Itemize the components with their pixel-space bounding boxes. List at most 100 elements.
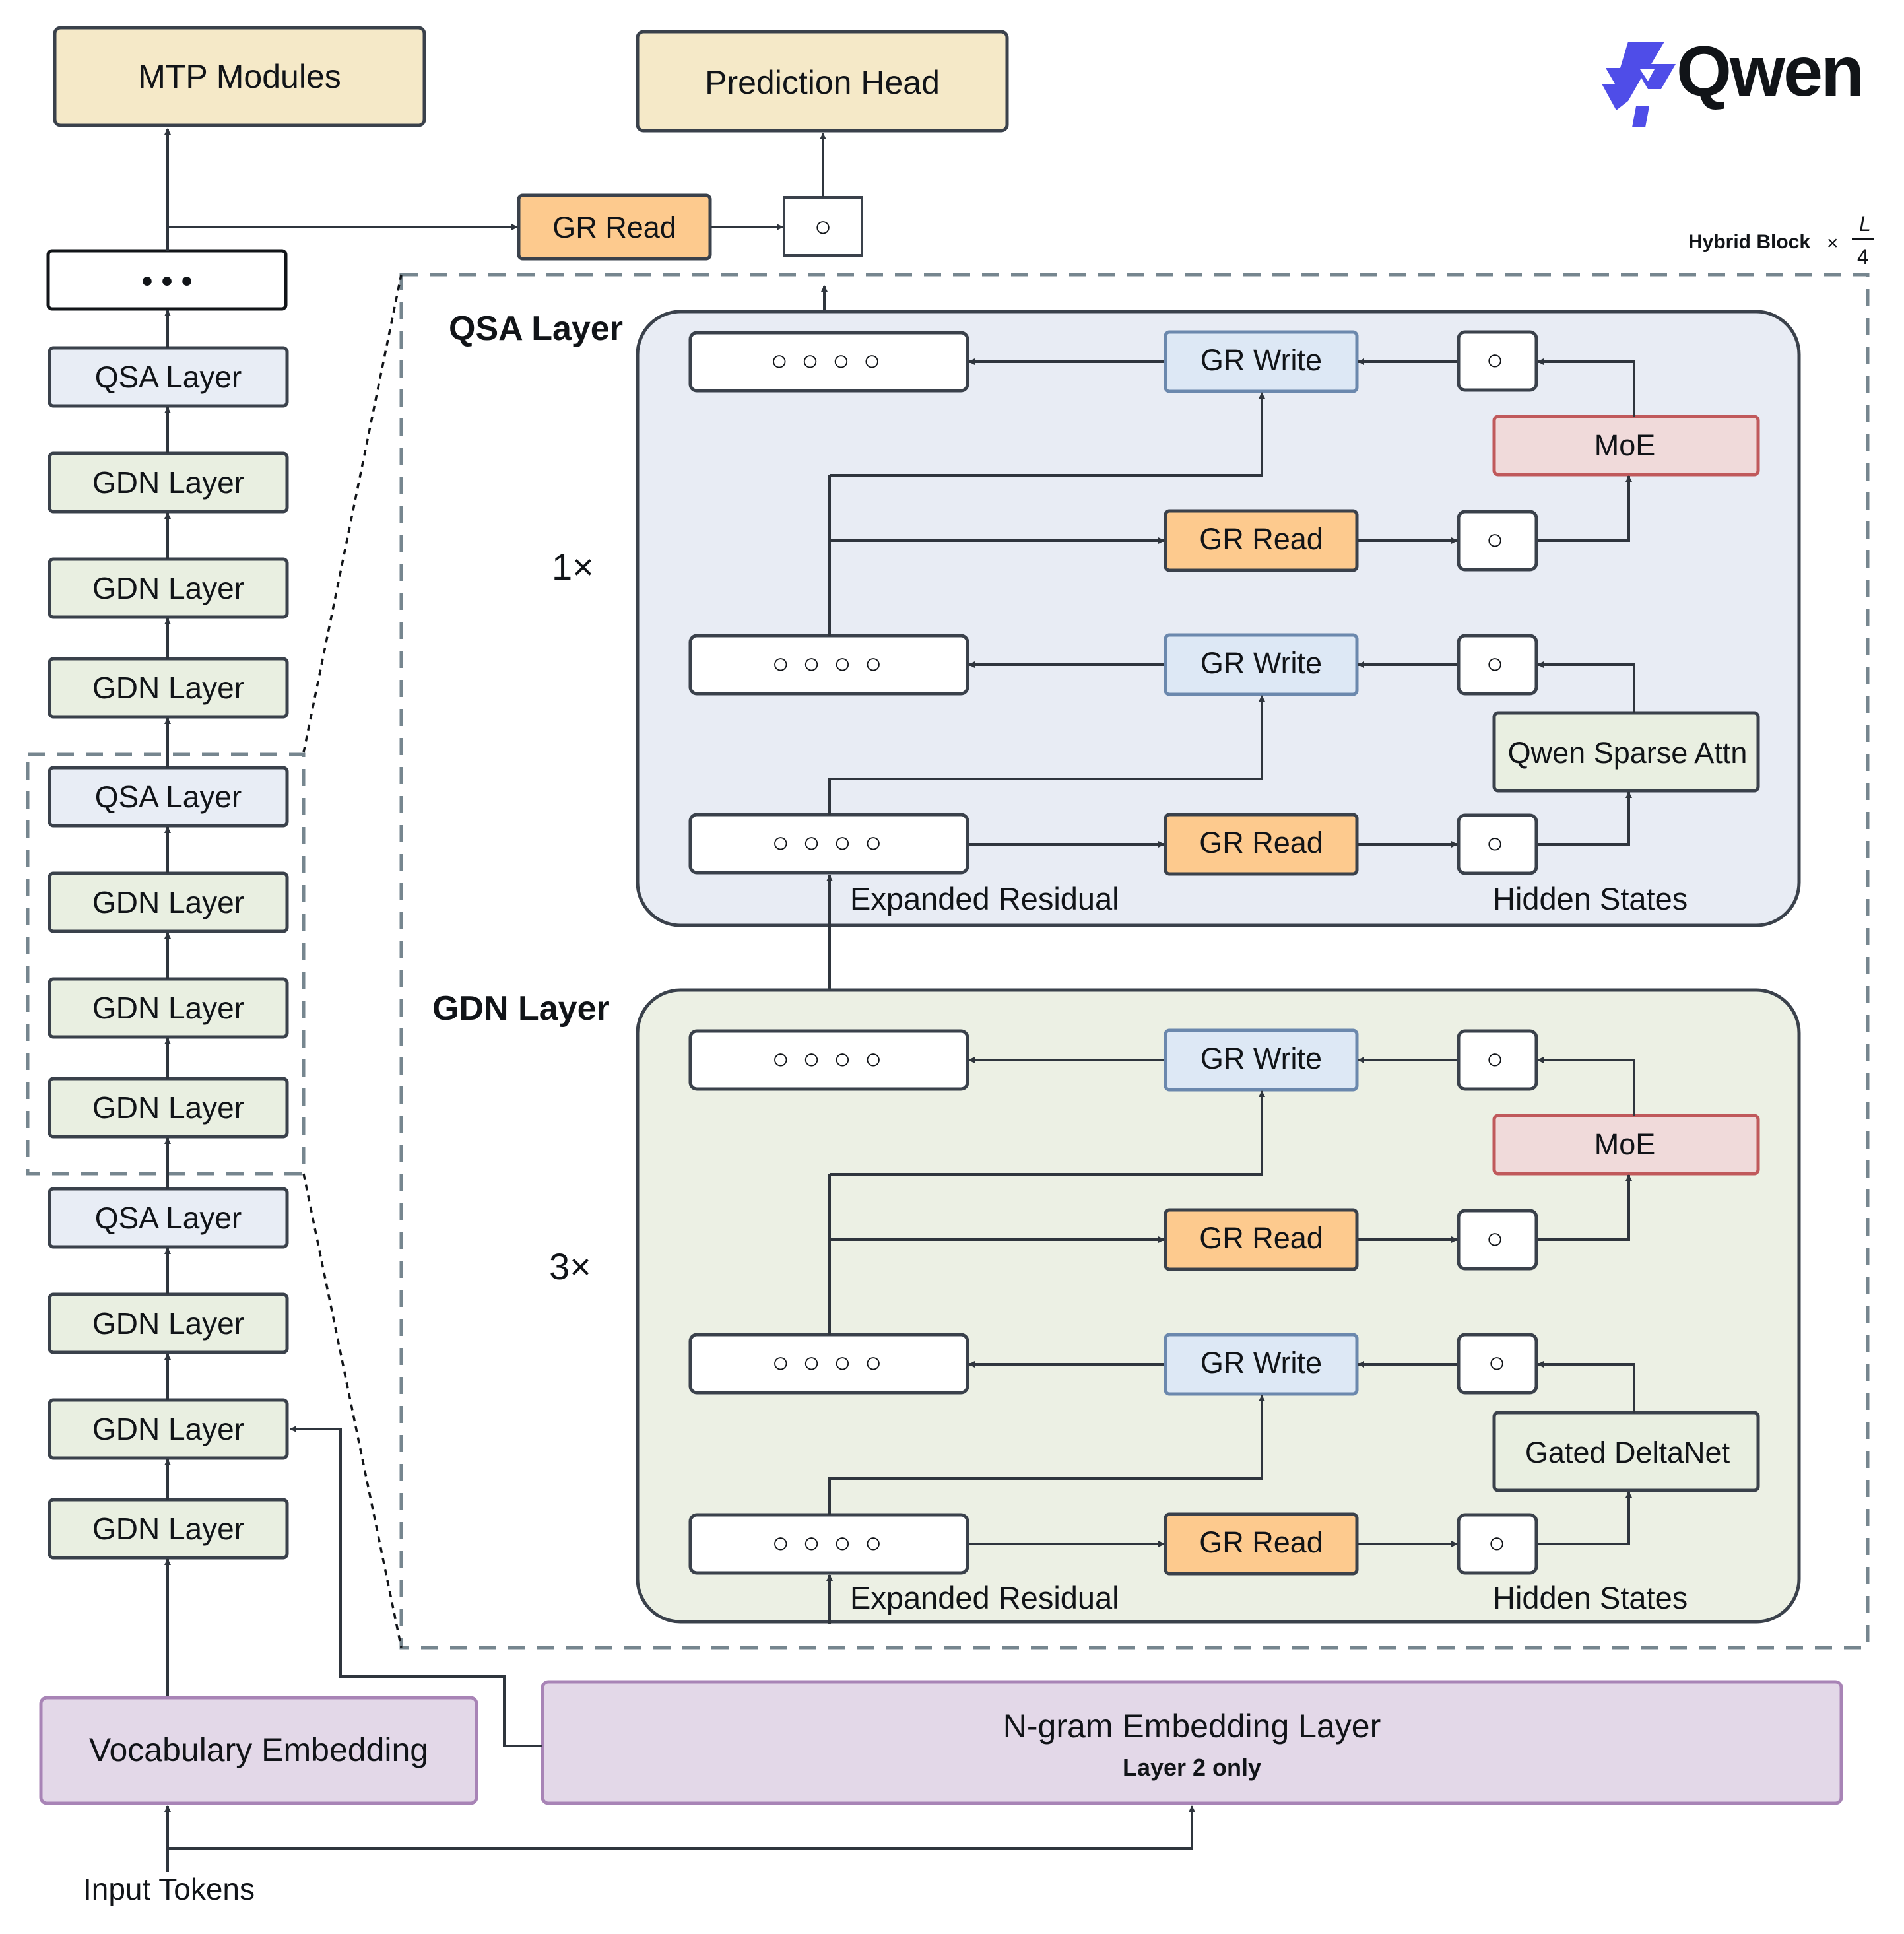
stack-layer-6: GDN Layer [92, 885, 244, 919]
qsa-connectors [826, 358, 1635, 1031]
qsa-hidden-box-3 [1457, 634, 1538, 696]
qsa-hidden-glyph-3: ○ [1486, 648, 1504, 680]
qsa-gr-write-box-bottom [1164, 633, 1359, 696]
qsa-residual-box-top [688, 331, 969, 393]
qsa-hidden-box-2 [1457, 510, 1538, 572]
qsa-moe-label: MoE [1594, 428, 1656, 462]
gdn-attn-box [1492, 1411, 1760, 1492]
qsa-hidden-glyph-4: ○ [1486, 827, 1504, 859]
gdn-hidden-states-label: Hidden States [1493, 1580, 1688, 1615]
gdn-hidden-glyph-1: ○ [1486, 1043, 1504, 1075]
mtp-modules-label: MTP Modules [138, 58, 341, 95]
hybrid-block-text: Hybrid Block [1688, 231, 1810, 253]
stack-layer-9: QSA Layer [95, 1201, 242, 1235]
qsa-panel-title: QSA Layer [449, 310, 623, 348]
gdn-hidden-box-3 [1457, 1333, 1538, 1395]
gdn-hidden-glyph-2: ○ [1486, 1222, 1504, 1255]
qsa-hidden-glyph-1: ○ [1486, 344, 1504, 376]
ngram-embedding-box [541, 1680, 1843, 1805]
gdn-residual-glyphs-bottom: ○ ○ ○ ○ [772, 1527, 885, 1559]
qsa-gr-read-label-top: GR Read [1199, 522, 1323, 556]
hybrid-block-label: Hybrid Block × L 4 [1688, 212, 1874, 269]
left-layer-stack: MTP Modules • • • QSA Layer GDN Layer GD… [46, 26, 426, 1696]
qsa-expanded-residual-label: Expanded Residual [850, 881, 1119, 916]
top-gr-read-box [517, 193, 712, 261]
stack-layer-8: GDN Layer [92, 1090, 244, 1125]
stack-layer-5: QSA Layer [95, 780, 242, 814]
gdn-gr-read-label-bottom: GR Read [1199, 1525, 1323, 1559]
qsa-residual-glyphs-bottom: ○ ○ ○ ○ [772, 826, 885, 859]
top-gr-read-label: GR Read [552, 211, 676, 244]
vocab-embedding-label: Vocabulary Embedding [89, 1731, 428, 1768]
gdn-repeat-count: 3× [549, 1246, 591, 1287]
qsa-gr-write-box-top [1164, 330, 1359, 393]
stack-layers: QSA Layer GDN Layer GDN Layer GDN Layer … [48, 346, 289, 1560]
gdn-gr-write-box-bottom [1164, 1333, 1359, 1396]
hybrid-block-times: × [1827, 232, 1839, 254]
qwen-logo-text: Qwen [1676, 31, 1862, 111]
qsa-hidden-states-label: Hidden States [1493, 881, 1688, 916]
mtp-modules-box [53, 26, 426, 127]
gdn-hidden-glyph-4: ○ [1488, 1527, 1506, 1559]
gdn-connectors [826, 1057, 1635, 1624]
stack-layer-4: GDN Layer [92, 671, 244, 705]
gdn-gr-write-label-bottom: GR Write [1200, 1346, 1322, 1380]
stack-layer-11: GDN Layer [92, 1412, 244, 1446]
zoom-guide-bottom [302, 1173, 403, 1648]
vocab-embedding-box [39, 1696, 478, 1805]
gdn-expanded-residual-label: Expanded Residual [850, 1580, 1119, 1615]
stack-layer-10: GDN Layer [92, 1306, 244, 1341]
qsa-hidden-box-1 [1457, 330, 1538, 392]
qwen-logo: Qwen [1602, 31, 1864, 127]
gdn-residual-glyphs-top: ○ ○ ○ ○ [772, 1043, 885, 1075]
gdn-gr-read-box-top [1164, 1208, 1359, 1271]
gdn-hidden-box-4 [1457, 1513, 1538, 1575]
gdn-hidden-box-2 [1457, 1209, 1538, 1271]
qsa-gr-write-label-top: GR Write [1200, 343, 1322, 377]
qwen-logo-icon [1602, 42, 1676, 127]
prediction-head-box [636, 30, 1009, 133]
gdn-residual-box-top [688, 1029, 969, 1091]
qsa-layer-panel: QSA Layer 1× ○ ○ ○ ○ ○ ○ ○ ○ ○ ○ ○ ○ GR … [449, 310, 1801, 1031]
qsa-gr-read-box-bottom [1164, 813, 1359, 876]
qsa-attn-box [1492, 711, 1760, 793]
qsa-hidden-box-4 [1457, 813, 1538, 875]
prediction-head-label: Prediction Head [705, 64, 940, 101]
ngram-embedding-label: N-gram Embedding Layer [1003, 1708, 1381, 1745]
gdn-gr-write-box-top [1164, 1028, 1359, 1092]
gdn-residual-glyphs-mid: ○ ○ ○ ○ [772, 1347, 885, 1379]
stack-layer-3: GDN Layer [92, 571, 244, 605]
qsa-repeat-count: 1× [552, 546, 594, 587]
qsa-gr-read-box-top [1164, 509, 1359, 572]
hybrid-block-container [399, 273, 1870, 1650]
gdn-panel-title: GDN Layer [432, 989, 610, 1028]
embedding-connectors [164, 1426, 1195, 1872]
gdn-gr-read-label-top: GR Read [1199, 1221, 1323, 1255]
qsa-gr-write-label-bottom: GR Write [1200, 646, 1322, 680]
stack-layer-1: QSA Layer [95, 360, 242, 394]
ellipsis-glyph: • • • [141, 264, 192, 299]
gdn-gr-write-label-top: GR Write [1200, 1042, 1322, 1075]
hybrid-block-frac-num: L [1859, 212, 1871, 236]
ngram-embedding-note: Layer 2 only [1123, 1754, 1261, 1781]
prediction-path: Prediction Head GR Read ○ [168, 30, 1009, 333]
top-hidden-state-glyph: ○ [814, 211, 832, 243]
qsa-residual-glyphs-top: ○ ○ ○ ○ [771, 345, 884, 377]
qsa-attn-label: Qwen Sparse Attn [1508, 736, 1748, 770]
embeddings: Vocabulary Embedding N-gram Embedding La… [39, 1426, 1843, 1906]
gdn-attn-label: Gated DeltaNet [1525, 1436, 1730, 1469]
gdn-hidden-box-1 [1457, 1029, 1538, 1091]
hybrid-block-frac-den: 4 [1857, 245, 1869, 269]
stack-layer-2: GDN Layer [92, 465, 244, 500]
gdn-hidden-glyph-3: ○ [1488, 1347, 1506, 1379]
qsa-gr-read-label-bottom: GR Read [1199, 826, 1323, 859]
gdn-gr-read-box-bottom [1164, 1512, 1359, 1576]
qsa-moe-box [1492, 415, 1760, 477]
gdn-moe-label: MoE [1594, 1127, 1656, 1161]
stack-layer-12: GDN Layer [92, 1512, 244, 1546]
zoom-guide-top [302, 274, 403, 753]
top-hidden-state-box [783, 196, 863, 257]
gdn-layer-panel: GDN Layer 3× ○ ○ ○ ○ ○ ○ ○ ○ ○ ○ ○ ○ GR … [432, 988, 1801, 1624]
gdn-moe-box [1492, 1114, 1760, 1176]
